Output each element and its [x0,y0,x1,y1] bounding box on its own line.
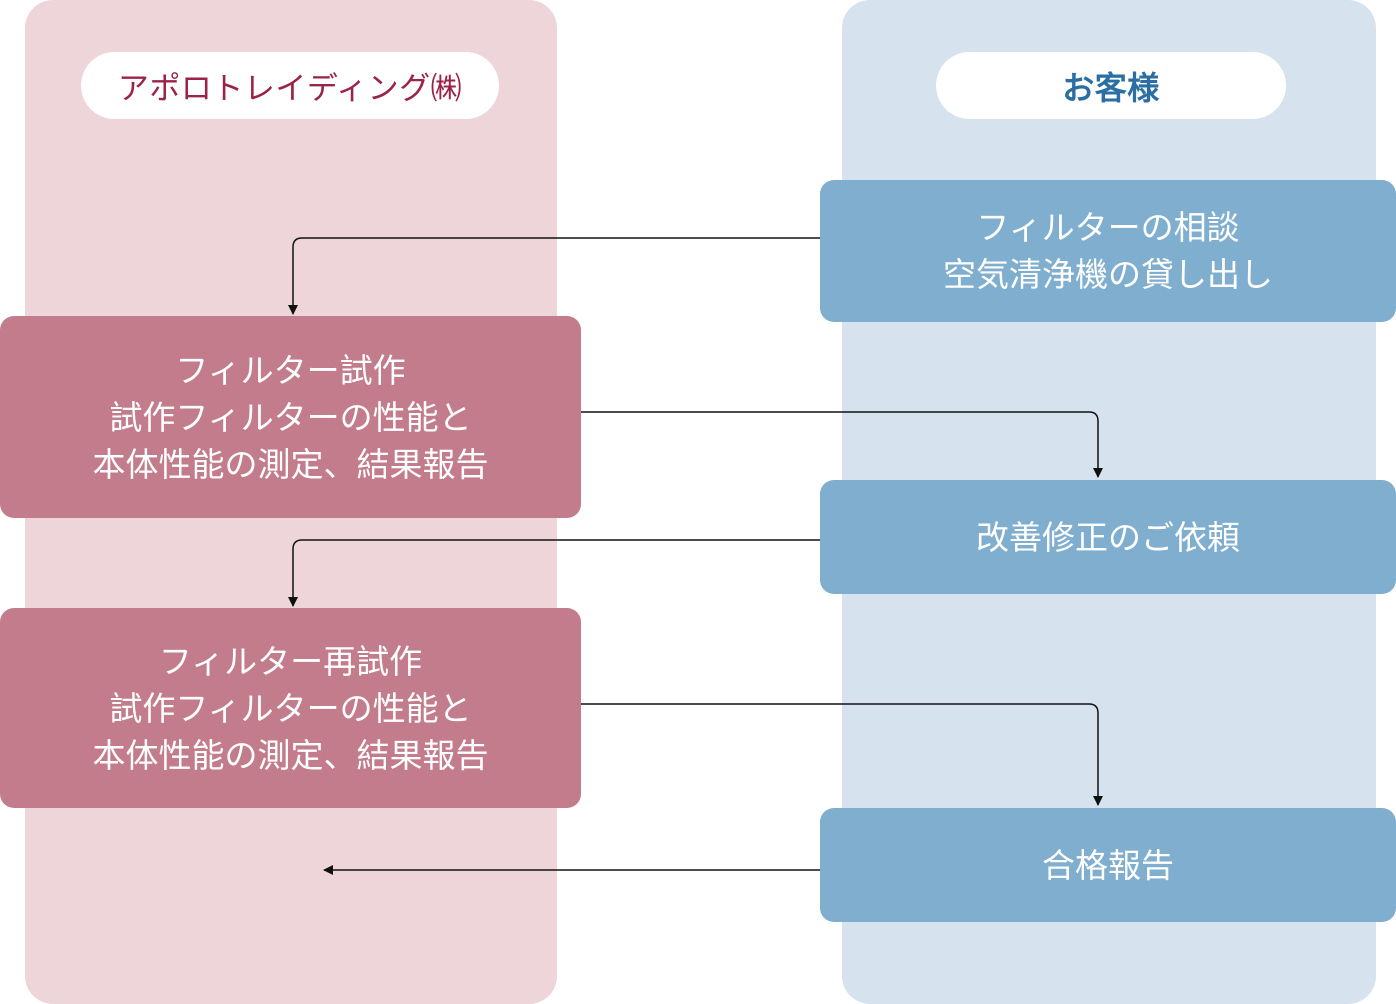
step-revision-request: 改善修正のご依頼 [820,480,1396,594]
step-line: フィルター再試作 [158,641,423,681]
step-line: 改善修正のご依頼 [976,517,1240,557]
step-line: 合格報告 [1042,845,1174,885]
step-line: フィルター試作 [175,350,406,390]
step-filter-prototype: フィルター試作 試作フィルターの性能と 本体性能の測定、結果報告 [0,316,581,518]
step-pass-report: 合格報告 [820,808,1396,922]
step-line: 試作フィルターの性能と [109,397,472,437]
step-line: 空気清浄機の貸し出し [943,255,1273,294]
step-filter-re-prototype: フィルター再試作 試作フィルターの性能と 本体性能の測定、結果報告 [0,608,581,808]
step-line: 試作フィルターの性能と [109,688,472,728]
lane-title-apollo-trading: アポロトレイディング㈱ [81,52,499,119]
step-filter-consultation: フィルターの相談 空気清浄機の貸し出し [820,180,1396,322]
step-line: フィルターの相談 [976,208,1240,247]
step-line: 本体性能の測定、結果報告 [92,735,489,775]
step-line: 本体性能の測定、結果報告 [92,444,489,484]
lane-title-customer: お客様 [936,52,1286,119]
